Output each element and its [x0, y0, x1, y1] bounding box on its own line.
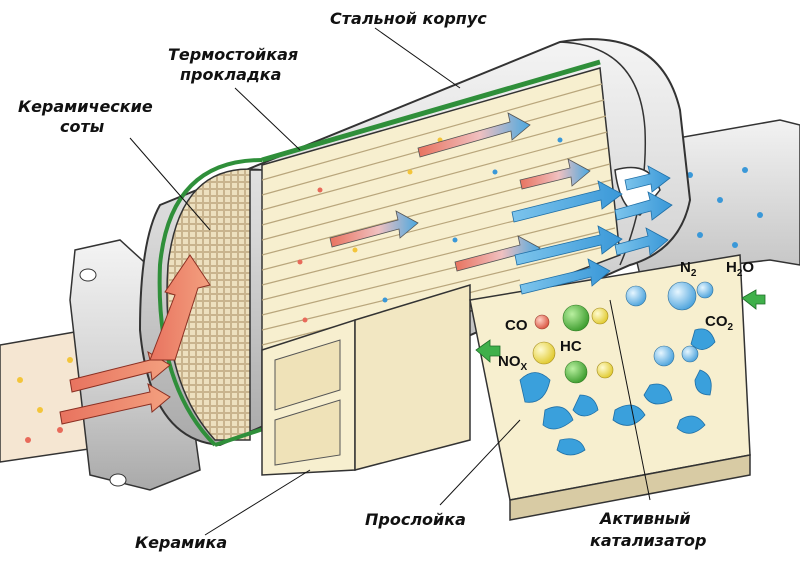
catalyst-label-line2: катализатор: [590, 531, 706, 550]
nox-label: NOX: [498, 353, 528, 373]
interlayer-label: Прослойка: [365, 510, 466, 529]
ceramic-label: Керамика: [135, 533, 227, 552]
leader-lines: [129, 27, 651, 536]
catalyst-inlet-arrow: [475, 339, 501, 363]
catalyst-zoom: [469, 254, 766, 521]
gasket-label-line1: Термостойкая: [168, 45, 298, 64]
h2o-label: H2O: [726, 259, 754, 279]
honeycomb-label-line2: соты: [60, 117, 105, 136]
n2-label: N2: [680, 259, 697, 279]
catalyst-outlet-arrow: [741, 289, 766, 310]
co-label: CO: [505, 317, 528, 334]
mixed-flow-arrows: [329, 112, 591, 272]
honeycomb-face: [166, 168, 263, 441]
catalyst-label-line1: Активный: [598, 509, 691, 528]
hc-label: HC: [560, 338, 582, 355]
hot-gas-arrows: [59, 254, 211, 425]
gasket-label-line2: прокладка: [180, 65, 281, 84]
steel-body-label: Стальной корпус: [330, 9, 487, 28]
ceramic-cutaway: [261, 283, 471, 476]
honeycomb-label-line1: Керамические: [18, 97, 153, 116]
clean-gas-arrows: [511, 165, 673, 295]
co2-label: CO2: [705, 313, 734, 333]
chemistry-labels: CO HC NOX N2 H2O CO2: [498, 259, 754, 373]
